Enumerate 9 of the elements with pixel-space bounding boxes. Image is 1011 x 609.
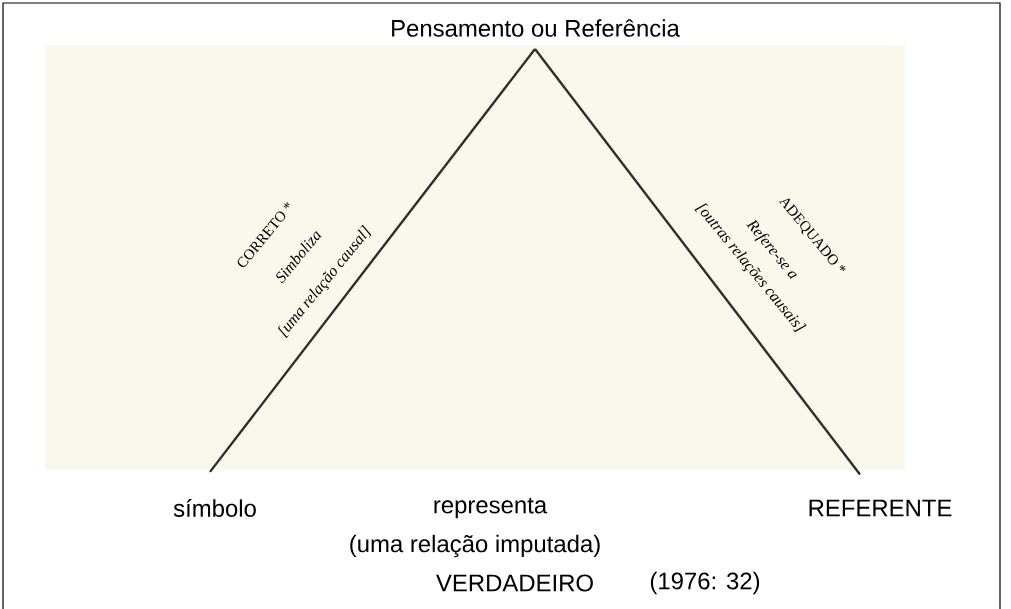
text-label: (1976: 32) [650,571,760,595]
node-label: REFERENTE [809,499,952,517]
text-label: VERDADEIRO [436,574,593,592]
node-label: Pensamento ou Referência [392,19,680,37]
node-label: símbolo [173,499,256,517]
triangle-side-line [209,48,536,473]
text-label: representa [434,497,548,519]
triangle-side-line [534,48,861,476]
text-label: (uma relação imputada) [350,534,600,558]
